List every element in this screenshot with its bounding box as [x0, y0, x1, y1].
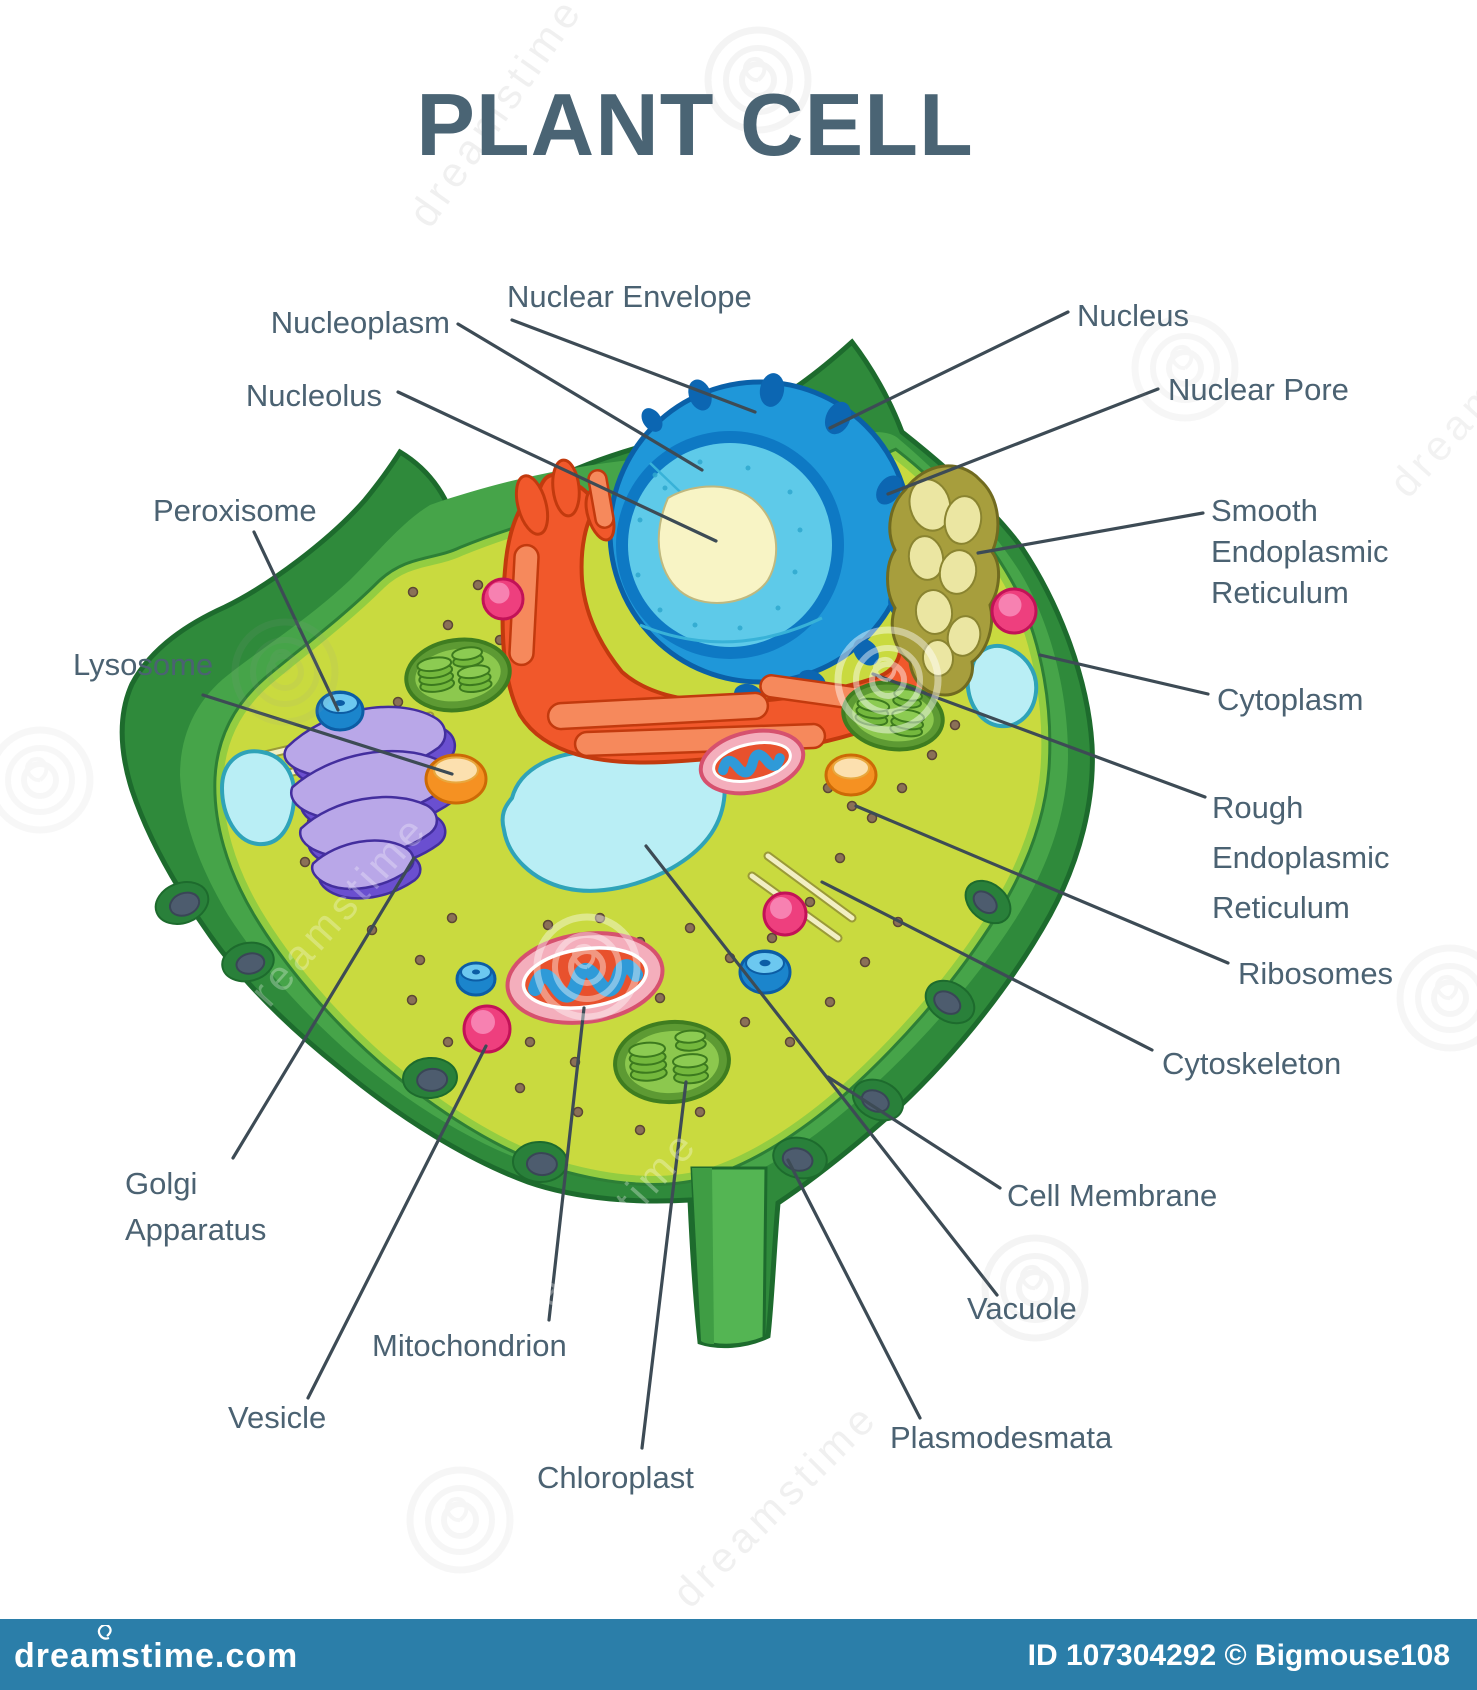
label-nucleus: Nucleus	[1077, 298, 1189, 333]
lysosome-illustration	[424, 753, 878, 805]
nucleus-illustration	[607, 373, 923, 705]
label-mitochondrion: Mitochondrion	[372, 1328, 567, 1363]
vesicle-illustration	[462, 577, 1038, 1054]
label-rough-endoplasmic-reticulum: Rough Endoplasmic Reticulum	[1212, 790, 1390, 925]
leader-nucleus	[828, 310, 1070, 430]
leader-plasmodesmata	[786, 1158, 922, 1420]
chloroplast-illustration	[404, 637, 945, 1105]
label-peroxisome: Peroxisome	[153, 493, 317, 528]
label-chloroplast: Chloroplast	[537, 1460, 694, 1495]
leader-chloroplast	[640, 1080, 688, 1450]
leader-mitochondrion	[547, 1006, 586, 1322]
label-vesicle: Vesicle	[228, 1400, 327, 1435]
leader-lysosome	[201, 693, 454, 776]
leader-nucleoplasm	[456, 322, 704, 472]
leader-golgi-apparatus	[231, 856, 416, 1160]
leader-cytoplasm	[1038, 653, 1210, 696]
peroxisome-illustration	[315, 690, 792, 997]
leader-vacuole	[644, 844, 999, 1297]
leader-smooth-er	[976, 511, 1205, 555]
leader-cell-membrane	[826, 1075, 1002, 1190]
label-smooth-endoplasmic-reticulum: Smooth Endoplasmic Reticulum	[1211, 493, 1389, 610]
dreamstime-logo: dreamstime.com	[14, 1637, 299, 1675]
vacuole-illustration	[219, 644, 1039, 893]
leader-nuclear-envelope	[510, 318, 757, 414]
watermark-footer-bar: dreamstime.com ID 107304292 © Bigmouse10…	[0, 1619, 1477, 1690]
label-plasmodesmata: Plasmodesmata	[890, 1420, 1113, 1455]
leader-lines	[201, 310, 1230, 1450]
label-nucleoplasm: Nucleoplasm	[270, 305, 450, 340]
leader-nuclear-pore	[886, 387, 1160, 496]
label-cytoskeleton: Cytoskeleton	[1162, 1046, 1342, 1081]
label-nuclear-pore: Nuclear Pore	[1168, 372, 1349, 407]
label-nucleolus: Nucleolus	[245, 378, 382, 413]
plasmodesmata-channel-illustration	[690, 1166, 768, 1347]
label-golgi-apparatus: Golgi Apparatus	[125, 1166, 267, 1247]
ghost-watermark-text: dreamstime	[663, 1393, 887, 1617]
rough-er-illustration	[500, 458, 948, 765]
leader-rough-er	[871, 672, 1207, 799]
label-lysosome: Lysosome	[73, 647, 214, 682]
label-ribosomes: Ribosomes	[1238, 956, 1394, 991]
leader-cytoskeleton	[820, 880, 1154, 1052]
leader-nucleolus	[396, 390, 718, 543]
label-cytoplasm: Cytoplasm	[1217, 682, 1364, 717]
page-title: PLANT CELL	[416, 75, 974, 174]
label-cell-membrane: Cell Membrane	[1007, 1178, 1218, 1213]
leader-ribosomes	[854, 804, 1230, 965]
leader-vesicle	[306, 1044, 488, 1400]
ghost-watermark-text: dreamstime	[1380, 274, 1477, 506]
nucleoplasm-speckles	[635, 459, 803, 631]
golgi-apparatus-illustration	[283, 705, 461, 900]
nucleolus-illustration	[657, 485, 778, 604]
dreamstime-spiral-icon	[97, 1625, 112, 1640]
label-vacuole: Vacuole	[967, 1291, 1077, 1326]
image-credit: ID 107304292 © Bigmouse108	[1027, 1639, 1450, 1672]
label-nuclear-envelope: Nuclear Envelope	[507, 279, 752, 314]
